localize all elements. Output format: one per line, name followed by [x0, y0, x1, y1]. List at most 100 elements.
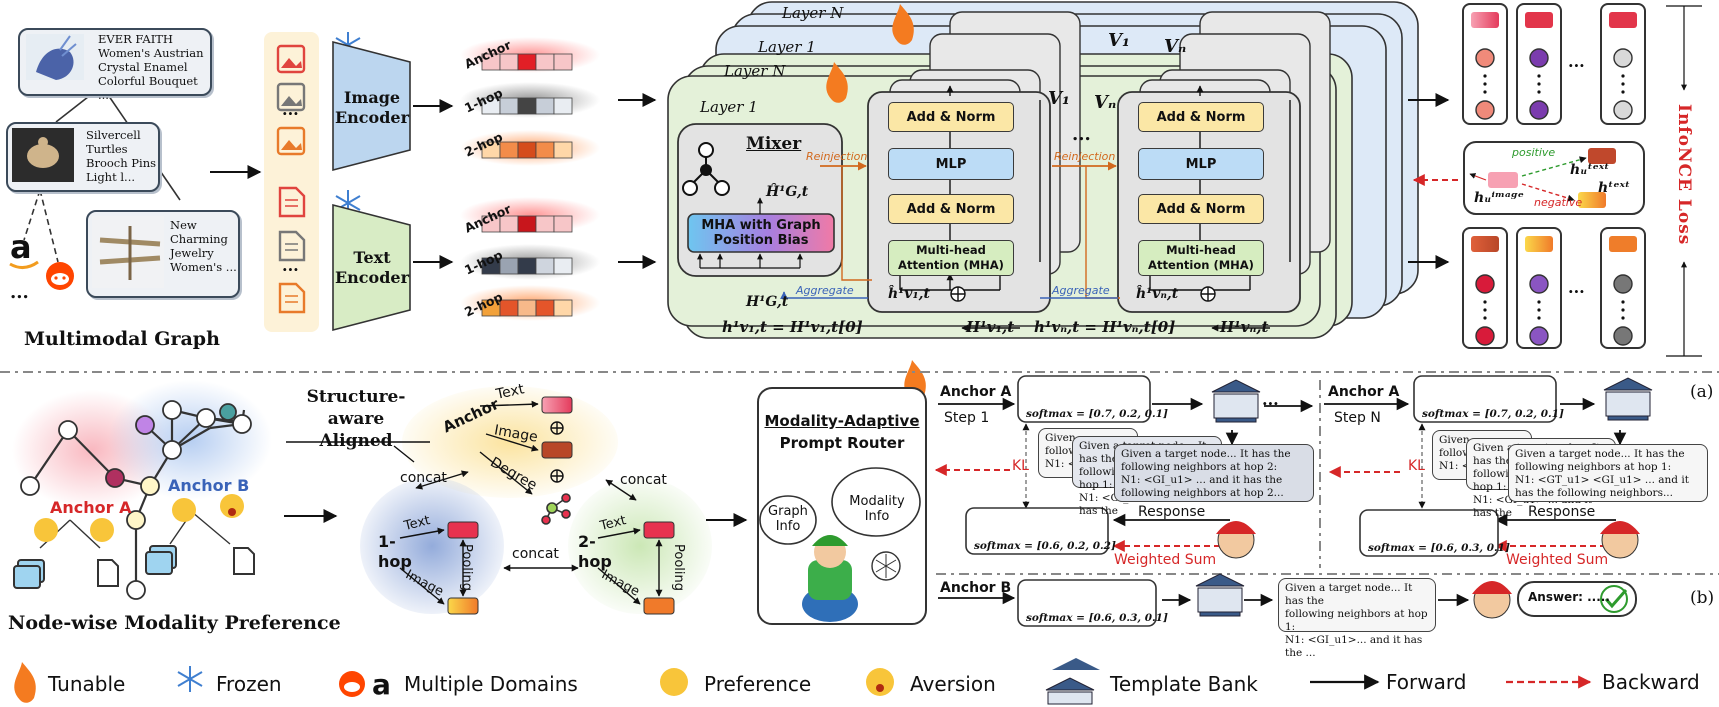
add-norm-top-v1: Add & Norm: [888, 102, 1014, 132]
positive-label: positive: [1512, 146, 1556, 159]
reinjection-label-1: Reinjection: [806, 150, 868, 163]
hop1-pooling: Pooling: [459, 544, 474, 591]
aggregate-label-1: Aggregate: [796, 284, 854, 297]
eq-v1: h¹v₁,t = H¹v₁,t[0]: [722, 318, 863, 336]
prompt-front-1: Given a target node... It has the follow…: [1114, 444, 1314, 502]
mha-vn: Multi-head Attention (MHA): [1138, 240, 1264, 276]
transformer-dots: ...: [1072, 124, 1091, 145]
v1-label: V₁: [1108, 30, 1130, 51]
softmax-stepn-response: softmax = [0.6, 0.3, 0.1]: [1368, 542, 1510, 554]
eq-vn: h¹vₙ,t = H¹vₙ,t[0]: [1034, 318, 1176, 336]
negative-label: negative: [1534, 196, 1583, 209]
steps-ellipsis: ...: [1262, 390, 1279, 409]
softmax-step1: softmax = [0.7, 0.2, 0.1]: [1026, 408, 1168, 420]
legend-backward: Backward: [1602, 670, 1700, 694]
layer-front-1-label: Layer 1: [700, 98, 758, 116]
image-file-icons: [276, 44, 306, 156]
concat-right: concat: [620, 472, 667, 488]
modality-column: [264, 32, 319, 332]
token-cubes: [481, 53, 573, 317]
step-anchor-a-n: Anchor A: [1328, 384, 1400, 400]
legend-icons: a: [339, 658, 1592, 701]
label-a: (a): [1690, 382, 1714, 402]
text-encoder-label: Text Encoder: [334, 248, 410, 287]
legend-tunable: Tunable: [48, 672, 126, 696]
hop2-blob-label: 2- hop: [578, 532, 612, 571]
concat-middle: concat: [512, 546, 559, 562]
router-title: Modality-Adaptive: [764, 412, 920, 430]
graph-symbol-icon: [682, 142, 730, 196]
vn-label-front: Vₙ: [1094, 92, 1117, 113]
layer-back-1-label: Layer 1: [758, 38, 816, 56]
legend-preference: Preference: [704, 672, 812, 696]
text-file-icons: [278, 186, 306, 314]
column-dots-top: ...: [1568, 52, 1585, 71]
aligned-bars: [447, 396, 675, 615]
product-card-2-text: Silvercell Turtles Brooch Pins Light l..…: [86, 128, 157, 184]
weighted-sum-2: Weighted Sum: [1506, 552, 1609, 568]
aligned-title: Structure-aware Aligned: [306, 387, 406, 451]
legend-forward: Forward: [1386, 670, 1467, 694]
preference-graph: [12, 380, 272, 600]
h-image-label: hᵤⁱᵐᵃᵍᵉ: [1474, 190, 1524, 206]
router-subtitle: Prompt Router: [779, 434, 905, 452]
layer-back-n-label: Layer N: [782, 4, 844, 22]
domain-icons: a: [9, 228, 74, 290]
H-v1: H¹v₁,t: [966, 318, 1015, 336]
bank-icons: [1045, 377, 1653, 705]
mlp-v1: MLP: [888, 148, 1014, 180]
embedding-columns: [1462, 3, 1646, 349]
product-card-2: Silvercell Turtles Brooch Pins Light l..…: [6, 122, 160, 192]
product-card-1: EVER FAITH Women's Austrian Crystal Enam…: [18, 28, 212, 102]
mha-graph-block: MHA with Graph Position Bias: [701, 218, 821, 248]
anchor-b-label: Anchor B: [168, 476, 250, 495]
legend-bank: Template Bank: [1110, 672, 1258, 696]
mixer-title: Mixer: [746, 134, 802, 154]
graph-info-label: Graph Info: [768, 504, 808, 534]
aggregate-label-2: Aggregate: [1052, 284, 1110, 297]
anchor-a-label: Anchor A: [50, 498, 132, 517]
h-hat-v1: ĥ¹v₁,t: [888, 286, 930, 302]
v1-label-front: V₁: [1048, 88, 1070, 109]
legend-aversion: Aversion: [910, 672, 996, 696]
softmax-step1-response: softmax = [0.6, 0.2, 0.2]: [974, 540, 1116, 552]
kl-label-1: KL: [1012, 458, 1029, 474]
mlp-vn: MLP: [1138, 148, 1264, 180]
column-dots-bottom: ...: [1568, 278, 1585, 297]
add-norm-top-vn: Add & Norm: [1138, 102, 1264, 132]
anchor-b-step-label: Anchor B: [940, 580, 1012, 596]
weighted-sum-1: Weighted Sum: [1114, 552, 1217, 568]
image-icons-dots: ...: [282, 100, 299, 119]
image-encoder-label: Image Encoder: [334, 88, 410, 127]
h-hat-vn: ĥ¹vₙ,t: [1136, 286, 1179, 302]
h-text-pos-label: hᵤᵗᵉˣᵗ: [1570, 162, 1610, 178]
legend-frozen: Frozen: [216, 672, 282, 696]
hop2-pooling: Pooling: [671, 544, 686, 591]
prompt-front-n: Given a target node... It has the follow…: [1508, 444, 1708, 502]
mha-v1: Multi-head Attention (MHA): [888, 240, 1014, 276]
hop1-blob-label: 1- hop: [378, 532, 412, 571]
answer-text: Answer: .....: [1528, 590, 1610, 604]
svg-text:a: a: [372, 668, 391, 701]
product-card-3-text: New Charming Jewelry Women's ...: [170, 218, 237, 274]
modality-info-label: Modality Info: [849, 494, 905, 524]
mixer-h-hat: Ĥ¹G,t: [766, 184, 809, 200]
step-1-label: Step 1: [944, 410, 990, 426]
h-text-label: hᵗᵉˣᵗ: [1598, 180, 1631, 196]
response-label-1: Response: [1138, 504, 1206, 520]
llm-mascot-icons: [1216, 521, 1640, 619]
product-card-3: New Charming Jewelry Women's ...: [86, 210, 240, 298]
prompt-anchor-b: Given a target node... It has the follow…: [1278, 578, 1436, 659]
layer-front-n-label: Layer N: [724, 62, 786, 80]
preference-title: Node-wise Modality Preference: [8, 612, 341, 634]
legend-domains: Multiple Domains: [404, 672, 578, 696]
text-encoder-shape: [332, 203, 411, 332]
concat-left: concat: [400, 470, 447, 486]
text-icons-dots: ...: [282, 256, 299, 275]
response-label-2: Response: [1528, 504, 1596, 520]
svg-text:a: a: [10, 228, 32, 266]
graph-ellipsis: ...: [10, 282, 29, 303]
graph-title: Multimodal Graph: [24, 328, 220, 350]
softmax-stepn: softmax = [0.7, 0.2, 0.1]: [1422, 408, 1564, 420]
